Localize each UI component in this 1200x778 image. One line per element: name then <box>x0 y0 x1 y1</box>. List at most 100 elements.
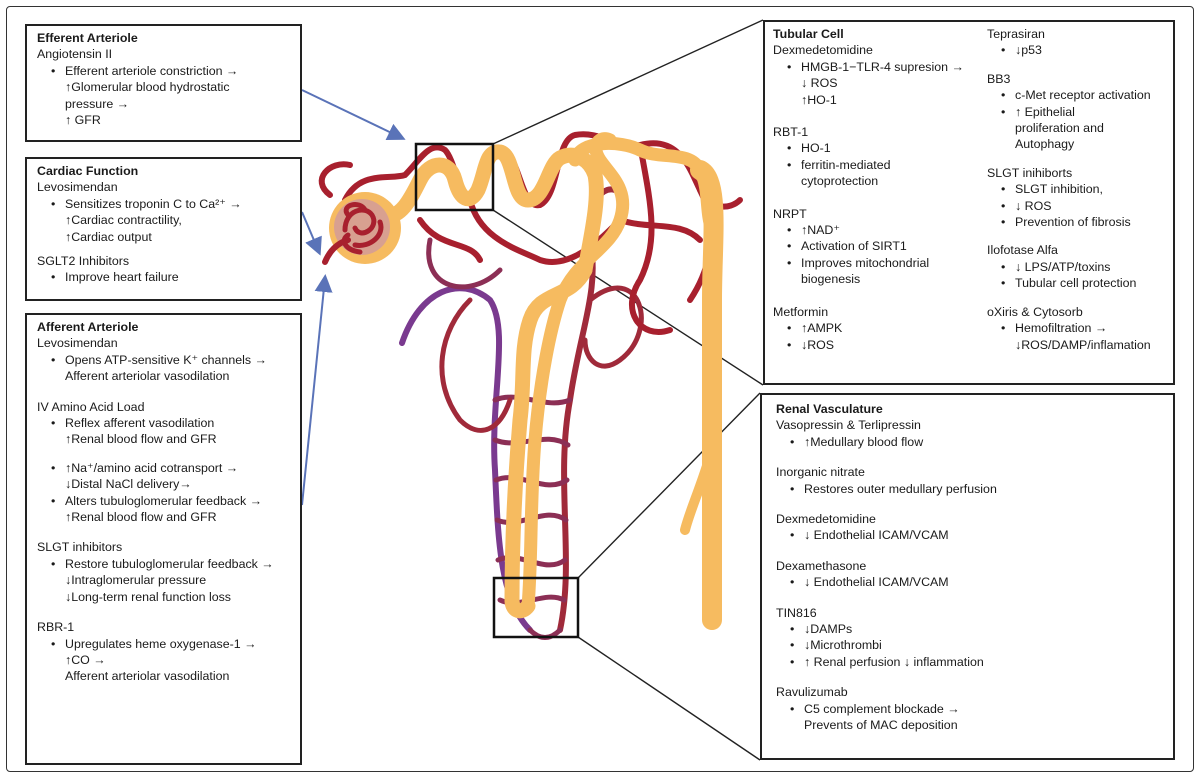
renal-bullet: ↓DAMPs <box>776 621 1165 638</box>
efferent-bullet-cont: ↑Glomerular blood hydrostatic <box>65 80 230 95</box>
descending-vessel-purple <box>399 285 533 633</box>
afferent-bullet: Alters tubuloglomerular feedback → <box>37 493 292 510</box>
afferent-drug: SLGT inhibitors <box>37 540 123 555</box>
zoom-connector-lines <box>492 19 764 761</box>
tubular-bullet-cont: ↓ROS/DAMP/inflamation <box>1015 337 1151 352</box>
tubular-bullet: Improves mitochondrial <box>773 255 983 272</box>
afferent-bullet: Opens ATP-sensitive K⁺ channels → <box>37 352 292 369</box>
tubular-bullet: Activation of SIRT1 <box>773 238 983 255</box>
tubular-drug: Ilofotase Alfa <box>987 243 1058 258</box>
tubular-bullet-cont: ↓ ROS <box>801 76 838 91</box>
renal-drug: Vasopressin & Terlipressin <box>776 418 921 433</box>
tubular-left-column: Tubular Cell Dexmedetomidine HMGB-1−TLR-… <box>773 26 983 353</box>
cardiac-title: Cardiac Function <box>37 164 139 178</box>
tubular-bullet: Tubular cell protection <box>987 275 1171 292</box>
tubular-title: Tubular Cell <box>773 27 844 41</box>
renal-bullet: ↓ Endothelial ICAM/VCAM <box>776 574 1165 591</box>
afferent-bullet-cont: ↑CO → <box>65 652 106 667</box>
tubular-drug: SLGT inihiborts <box>987 165 1073 180</box>
renal-bullet: ↑ Renal perfusion ↓ inflammation <box>776 654 1165 671</box>
tubular-bullet: ↓p53 <box>987 42 1171 59</box>
tubular-bullet: Hemofiltration → <box>987 320 1171 337</box>
tubular-drug: oXiris & Cytosorb <box>987 304 1083 319</box>
renal-drug: Dexmedetomidine <box>776 512 876 527</box>
tubular-bullet: HMGB-1−TLR-4 supresion → <box>773 59 983 76</box>
tubular-bullet: ↑ Epithelial <box>987 104 1171 121</box>
afferent-drug: Levosimendan <box>37 336 118 351</box>
afferent-bullet: ↑Na⁺/amino acid cotransport → <box>37 460 292 477</box>
afferent-bullet: Upregulates heme oxygenase-1 → <box>37 636 292 653</box>
cardiac-function-box: Cardiac Function Levosimendan Sensitizes… <box>25 157 302 301</box>
cardiac-bullet: Sensitizes troponin C to Ca²⁺ → <box>37 196 292 213</box>
tubular-drug: BB3 <box>987 71 1011 86</box>
glomerulus <box>322 192 401 265</box>
figure-frame <box>6 6 1194 772</box>
renal-bullet: ↓ Endothelial ICAM/VCAM <box>776 527 1165 544</box>
cardiac-bullet-cont: ↑Cardiac output <box>65 229 152 244</box>
tubular-right-column: Teprasiran ↓p53 BB3 c-Met receptor activ… <box>987 26 1171 353</box>
zoom-box-renal-vasculature <box>492 576 580 639</box>
cardiac-bullet-cont: ↑Cardiac contractility, <box>65 213 182 228</box>
efferent-bullet: Efferent arteriole constriction → <box>37 63 292 80</box>
renal-drug: TIN816 <box>776 605 817 620</box>
afferent-bullet: Reflex afferent vasodilation <box>37 415 292 432</box>
efferent-bullet-cont: ↑ GFR <box>65 113 101 128</box>
tubular-bullet: ↓ROS <box>773 337 983 354</box>
renal-bullet: Restores outer medullary perfusion <box>776 481 1165 498</box>
renal-bullet: ↑Medullary blood flow <box>776 434 1165 451</box>
afferent-bullet-cont: ↑Renal blood flow and GFR <box>65 510 217 525</box>
afferent-bullet: Restore tubuloglomerular feedback → <box>37 556 292 573</box>
arrow-cardiac <box>301 211 322 256</box>
tubular-bullet: ferritin-mediated <box>773 157 983 174</box>
tubular-bullet: c-Met receptor activation <box>987 87 1171 104</box>
collecting-duct-branch <box>680 445 717 535</box>
tubular-bullet-cont: Autophagy <box>1015 137 1075 152</box>
tubular-bullet: ↑AMPK <box>773 320 983 337</box>
tubular-cell-box: Tubular Cell Dexmedetomidine HMGB-1−TLR-… <box>763 20 1175 385</box>
tubular-bullet: ↓ LPS/ATP/toxins <box>987 259 1171 276</box>
collecting-duct <box>690 160 724 630</box>
tubular-bullet-cont: proliferation and <box>1015 121 1104 136</box>
afferent-bullet-cont: Afferent arteriolar vasodilation <box>65 369 230 384</box>
afferent-bullet-cont: ↓Long-term renal function loss <box>65 589 231 604</box>
pointer-arrows <box>301 89 406 506</box>
renal-drug: Ravulizumab <box>776 685 848 700</box>
afferent-bullet-cont: Afferent arteriolar vasodilation <box>65 669 230 684</box>
efferent-drug: Angiotensin II <box>37 47 113 62</box>
tubular-bullet-cont: ↑HO-1 <box>801 92 837 107</box>
tubular-drug: Teprasiran <box>987 27 1045 41</box>
zoom-box-tubular-cell <box>414 142 495 212</box>
tubular-bullet: HO-1 <box>773 140 983 157</box>
loop-of-henle-ascending <box>521 132 630 613</box>
afferent-title: Afferent Arteriole <box>37 320 139 334</box>
efferent-arteriole-box: Efferent Arteriole Angiotensin II Effere… <box>25 24 302 142</box>
renal-title: Renal Vasculature <box>776 402 883 416</box>
afferent-bullet-cont: ↓Distal NaCl delivery→ <box>65 477 192 492</box>
afferent-bullet-cont: ↑Renal blood flow and GFR <box>65 432 217 447</box>
renal-bullet: C5 complement blockade → <box>776 701 1165 718</box>
proximal-convoluted-tubule <box>375 144 604 278</box>
arrow-efferent <box>301 89 406 141</box>
renal-drug: Inorganic nitrate <box>776 465 865 480</box>
efferent-title: Efferent Arteriole <box>37 31 138 45</box>
afferent-drug: IV Amino Acid Load <box>37 399 145 414</box>
cardiac-bullet: Improve heart failure <box>37 269 292 286</box>
renal-bullet: ↓Microthrombi <box>776 637 1165 654</box>
cardiac-drug: SGLT2 Inhibitors <box>37 254 130 269</box>
tubular-bullet: SLGT inhibition, <box>987 181 1171 198</box>
renal-bullet-cont: Prevents of MAC deposition <box>804 718 958 733</box>
tubular-drug: NRPT <box>773 206 807 221</box>
tubular-bullet-cont: cytoprotection <box>801 174 879 189</box>
tubular-bullet: ↑NAD⁺ <box>773 222 983 239</box>
tubular-bullet: Prevention of fibrosis <box>987 214 1171 231</box>
renal-tubule <box>375 132 724 630</box>
tubular-drug: Metformin <box>773 304 829 319</box>
efferent-bullet-cont: pressure → <box>65 96 130 111</box>
tubular-bullet: ↓ ROS <box>987 198 1171 215</box>
cardiac-drug: Levosimendan <box>37 180 118 195</box>
tubular-drug: RBT-1 <box>773 125 809 140</box>
tubular-drug: Dexmedetomidine <box>773 43 873 58</box>
renal-drug: Dexamethasone <box>776 558 867 573</box>
afferent-arteriole-box: Afferent Arteriole Levosimendan Opens AT… <box>25 313 302 765</box>
